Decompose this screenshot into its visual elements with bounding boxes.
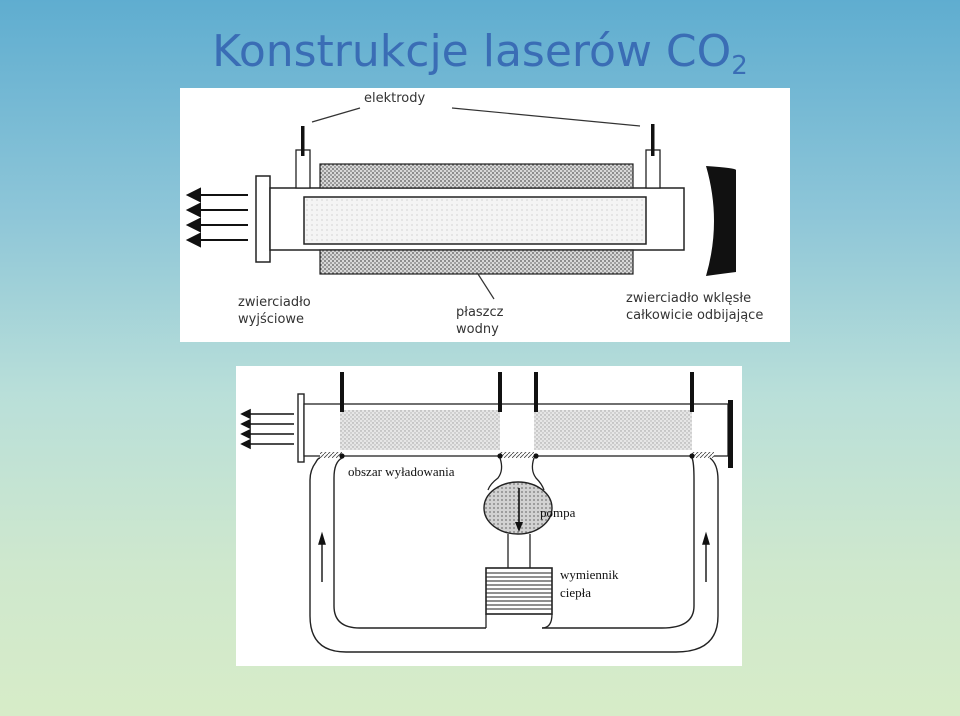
- electrode-right: [651, 124, 655, 156]
- pump: [483, 481, 553, 535]
- label-concave-mirror-line1: zwierciadło wklęsłe: [626, 291, 752, 306]
- discharge-zone-left: [340, 410, 500, 450]
- label-output-mirror-line1: zwierciadło: [238, 295, 311, 310]
- gas-loop-outer: [309, 457, 719, 653]
- label-water-jacket-line2: wodny: [456, 322, 499, 337]
- end-mirror: [728, 400, 733, 468]
- title-subscript: 2: [731, 51, 748, 81]
- label-output-mirror-line2: wyjściowe: [238, 312, 305, 327]
- label-heat-exchanger-line2: ciepła: [560, 585, 592, 600]
- label-output-mirror: zwierciadło wyjściowe: [238, 294, 311, 328]
- label-water-jacket-line1: płaszcz: [456, 305, 504, 320]
- electrode-nubs: [339, 453, 695, 459]
- concave-mirror: [706, 166, 736, 276]
- water-jacket-bottom: [319, 249, 634, 275]
- electrode-leader-right: [451, 107, 641, 127]
- label-heat-exchanger-line1: wymiennik: [560, 567, 619, 582]
- water-jacket-leader: [477, 273, 495, 300]
- slide-title: Konstrukcje laserów CO2: [0, 26, 960, 81]
- output-mirror-bottom: [297, 393, 305, 463]
- duct-right: [531, 457, 545, 491]
- label-concave-mirror-line2: całkowicie odbijające: [626, 308, 764, 323]
- label-water-jacket: płaszcz wodny: [456, 304, 503, 338]
- output-mirror: [255, 175, 271, 263]
- label-pump: pompa: [540, 505, 576, 520]
- discharge-tube: [303, 196, 647, 245]
- pump-flow-arrow-head: [515, 522, 523, 532]
- electrode-leader-left: [311, 107, 361, 123]
- wall-strip-left: [320, 452, 342, 458]
- label-discharge-region: obszar wyładowania: [348, 464, 455, 479]
- tube-diagram-drawing: [185, 107, 736, 300]
- return-bend-right: [541, 613, 553, 629]
- heat-exchanger: [485, 567, 553, 615]
- flow-diagram-drawing: [240, 372, 733, 653]
- electrodes: [340, 372, 694, 412]
- heat-exchanger-fins: [486, 572, 552, 610]
- co2-laser-tube-diagram: elektrody zwierciadło wyjściowe płaszcz …: [180, 88, 790, 342]
- side-flow-arrows: [318, 531, 710, 582]
- electrode-left: [301, 126, 305, 156]
- discharge-zone-right: [534, 410, 692, 450]
- label-electrodes: elektrody: [364, 91, 426, 106]
- co2-laser-flow-diagram: obszar wyładowania pompa wymiennik ciepł…: [236, 366, 742, 666]
- output-beam-arrows-bottom: [240, 408, 294, 450]
- label-heat-exchanger: wymiennik ciepła: [560, 566, 619, 602]
- gas-loop-inner: [333, 457, 695, 629]
- wall-strip-middle: [500, 452, 534, 458]
- wall-strip-right: [692, 452, 714, 458]
- duct-left: [487, 457, 503, 491]
- output-beam-arrows: [185, 187, 248, 248]
- title-main: Konstrukcje laserów CO: [212, 26, 732, 77]
- water-jacket-top: [319, 163, 634, 189]
- label-concave-mirror: zwierciadło wklęsłe całkowicie odbijając…: [626, 290, 763, 324]
